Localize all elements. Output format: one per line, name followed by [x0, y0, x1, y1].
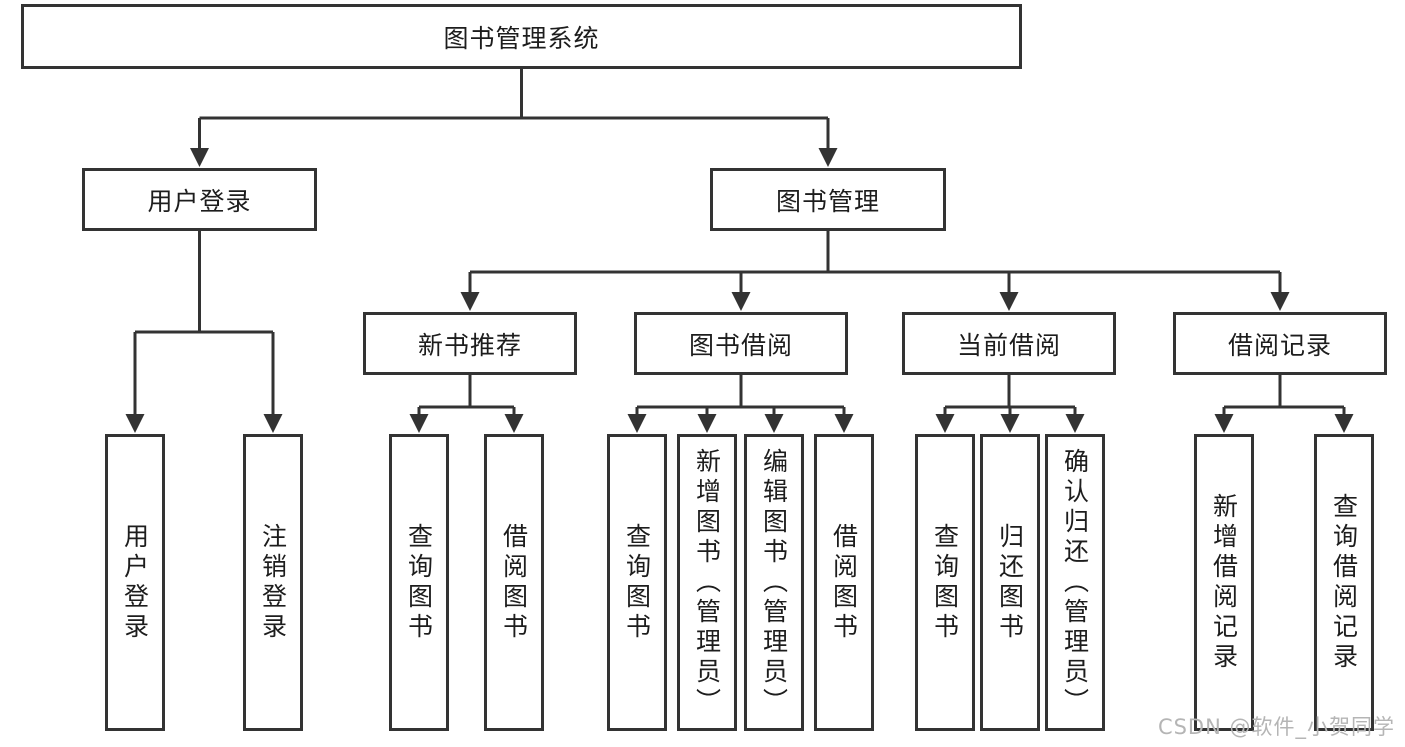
leaf-query-books-borrow-label: 查询图书 [622, 522, 652, 643]
node-root-label: 图书管理系统 [443, 23, 600, 53]
node-root: 图书管理系统 [21, 4, 1022, 69]
leaf-return-book-label: 归还图书 [995, 522, 1025, 643]
leaf-borrow-books-label: 借阅图书 [829, 522, 859, 643]
leaf-confirm-return-admin-label: 确认归还（管理员） [1060, 447, 1090, 718]
leaf-query-books-recommend: 查询图书 [389, 434, 449, 731]
leaf-logout: 注销登录 [243, 434, 303, 731]
leaf-query-books-current-label: 查询图书 [930, 522, 960, 643]
leaf-logout-label: 注销登录 [258, 522, 288, 643]
leaf-borrow-books: 借阅图书 [814, 434, 874, 731]
leaf-borrow-books-recommend: 借阅图书 [484, 434, 544, 731]
node-current-borrow: 当前借阅 [902, 312, 1116, 375]
node-borrow-records-label: 借阅记录 [1227, 330, 1332, 360]
leaf-user-login: 用户登录 [105, 434, 165, 731]
node-user-login: 用户登录 [82, 168, 317, 231]
leaf-user-login-label: 用户登录 [120, 522, 150, 643]
leaf-add-book-admin: 新增图书（管理员） [677, 434, 737, 731]
node-new-book-recommend-label: 新书推荐 [417, 330, 522, 360]
leaf-edit-book-admin: 编辑图书（管理员） [744, 434, 804, 731]
leaf-edit-book-admin-label: 编辑图书（管理员） [759, 447, 789, 718]
node-new-book-recommend: 新书推荐 [363, 312, 577, 375]
node-book-borrow: 图书借阅 [634, 312, 848, 375]
node-book-management: 图书管理 [710, 168, 946, 231]
node-book-management-label: 图书管理 [775, 186, 880, 216]
leaf-query-books-current: 查询图书 [915, 434, 975, 731]
node-user-login-label: 用户登录 [147, 186, 252, 216]
leaf-query-borrow-record-label: 查询借阅记录 [1329, 492, 1359, 673]
leaf-query-books-borrow: 查询图书 [607, 434, 667, 731]
leaf-add-borrow-record-label: 新增借阅记录 [1209, 492, 1239, 673]
leaf-query-borrow-record: 查询借阅记录 [1314, 434, 1374, 731]
connector-lines [133, 69, 1346, 415]
leaf-add-borrow-record: 新增借阅记录 [1194, 434, 1254, 731]
leaf-query-books-recommend-label: 查询图书 [404, 522, 434, 643]
node-book-borrow-label: 图书借阅 [688, 330, 793, 360]
csdn-watermark: CSDN @软件_小贺同学 [1157, 715, 1395, 739]
leaf-confirm-return-admin: 确认归还（管理员） [1045, 434, 1105, 731]
leaf-borrow-books-recommend-label: 借阅图书 [499, 522, 529, 643]
node-borrow-records: 借阅记录 [1173, 312, 1387, 375]
leaf-add-book-admin-label: 新增图书（管理员） [692, 447, 722, 718]
leaf-return-book: 归还图书 [980, 434, 1040, 731]
node-current-borrow-label: 当前借阅 [956, 330, 1061, 360]
